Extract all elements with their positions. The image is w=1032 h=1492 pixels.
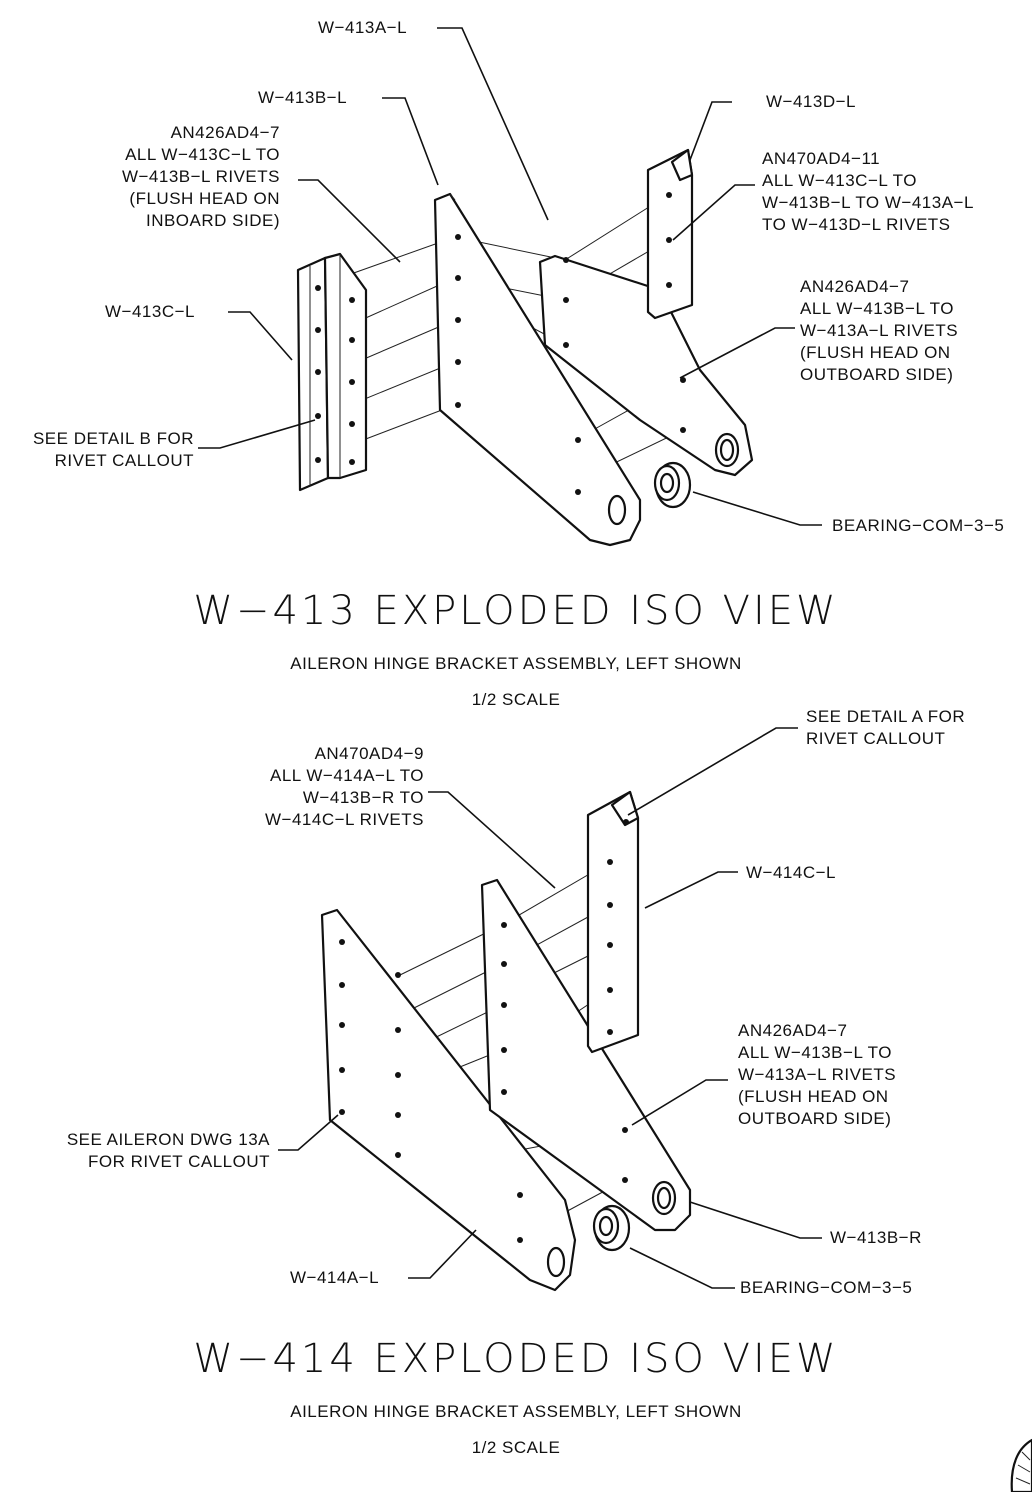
w413d-angle-part (646, 148, 694, 320)
w414c-angle-part (586, 790, 640, 1054)
label-w413b-r: W−413B−R (830, 1228, 922, 1247)
w414-view-title: W−414 EXPLODED ISO VIEW (193, 1336, 839, 1382)
label-detail-b: SEE DETAIL B FOR RIVET CALLOUT (32, 429, 194, 470)
label-bearing-413: BEARING−COM−3−5 (832, 516, 1005, 535)
label-w413b: W−413B−L (258, 88, 348, 107)
label-w414c: W−414C−L (746, 863, 836, 882)
label-an426-inboard: AN426AD4−7 ALL W−413C−L TO W−413B−L RIVE… (121, 123, 280, 230)
w413-bearing-part (653, 461, 692, 509)
label-an426-outboard: AN426AD4−7 ALL W−413B−L TO W−413A−L RIVE… (800, 277, 959, 384)
w414-leader-lines (278, 727, 822, 1289)
w413b-plate-part (433, 192, 642, 547)
label-aileron-dwg: SEE AILERON DWG 13A FOR RIVET CALLOUT (66, 1130, 270, 1171)
label-an470-9: AN470AD4−9 ALL W−414A−L TO W−413B−R TO W… (265, 744, 424, 829)
w413-view-title: W−413 EXPLODED ISO VIEW (193, 588, 839, 634)
label-an470-11: AN470AD4−11 ALL W−413C−L TO W−413B−L TO … (762, 149, 974, 234)
w413-leader-lines (198, 27, 822, 526)
label-detail-a: SEE DETAIL A FOR RIVET CALLOUT (806, 707, 966, 748)
label-an426-outboard-414: AN426AD4−7 ALL W−413B−L TO W−413A−L RIVE… (738, 1021, 897, 1128)
label-w413a: W−413A−L (318, 18, 408, 37)
label-w414a: W−414A−L (290, 1268, 380, 1287)
w413c-angle-part (296, 252, 368, 492)
w414a-plate-part (320, 908, 577, 1292)
w413-exploded-view (198, 27, 822, 547)
w414-bearing-part (592, 1204, 631, 1252)
w414-view-scale: 1/2 SCALE (471, 1438, 561, 1457)
w413-view-scale: 1/2 SCALE (471, 690, 561, 709)
label-w413c: W−413C−L (105, 302, 195, 321)
label-w413d: W−413D−L (766, 92, 856, 111)
w414-exploded-view (278, 727, 1032, 1492)
w413b-r-plate-part (480, 878, 692, 1232)
label-bearing-414: BEARING−COM−3−5 (740, 1278, 913, 1297)
corner-partial-graphic (1010, 1438, 1032, 1492)
w413-view-subtitle: AILERON HINGE BRACKET ASSEMBLY, LEFT SHO… (290, 654, 742, 673)
w414-view-subtitle: AILERON HINGE BRACKET ASSEMBLY, LEFT SHO… (290, 1402, 742, 1421)
w413a-plate-part (538, 254, 754, 477)
